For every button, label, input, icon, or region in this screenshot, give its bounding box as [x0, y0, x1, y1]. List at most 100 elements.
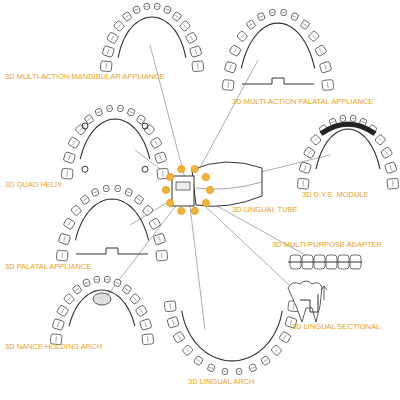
tooth: [61, 168, 73, 179]
tooth: [142, 334, 154, 345]
marker-dot: [178, 166, 185, 173]
tooth-crown: [154, 152, 167, 164]
tooth-groove: [148, 128, 151, 131]
tooth-groove: [140, 309, 143, 313]
tooth-groove: [145, 322, 147, 327]
tooth-crown: [385, 162, 398, 174]
tooth-crown: [63, 152, 76, 164]
tooth: [291, 12, 299, 20]
tooth-groove: [139, 118, 142, 120]
tooth: [322, 80, 334, 91]
part-label: 3D MULTI-ACTION PALATAL APPLIANCE: [232, 97, 373, 106]
tooth: [179, 20, 190, 31]
tooth: [104, 276, 110, 282]
tooth: [236, 30, 247, 41]
tooth-groove: [183, 24, 186, 27]
tooth: [134, 195, 144, 205]
tooth-crown: [319, 61, 332, 73]
tooth: [222, 80, 234, 91]
dental-arch: [100, 3, 203, 72]
marker-dot: [167, 174, 174, 181]
tooth-groove: [161, 253, 163, 259]
tooth: [100, 61, 112, 72]
tooth-groove: [284, 335, 287, 339]
tooth-crown: [164, 301, 176, 312]
tooth-groove: [116, 188, 119, 189]
tooth-crown: [380, 147, 392, 159]
tooth-groove: [160, 155, 162, 160]
marker-dot: [167, 199, 174, 206]
tooth-groove: [327, 82, 329, 88]
tooth: [122, 11, 132, 21]
tooth: [154, 3, 160, 9]
tooth: [192, 61, 204, 72]
tooth-crown: [58, 233, 71, 245]
tooth: [279, 331, 291, 343]
tooth-groove: [127, 192, 130, 193]
marker-dot: [178, 207, 185, 214]
tooth-crown: [257, 12, 265, 20]
tooth: [80, 195, 90, 205]
tooth-groove: [105, 63, 107, 69]
tooth: [63, 218, 75, 230]
tooth-crown: [115, 185, 121, 191]
part-label: 3D D.Y.S. MODULE: [302, 190, 369, 199]
tooth-crown: [340, 115, 346, 121]
tooth-groove: [290, 320, 292, 325]
tooth: [207, 364, 215, 372]
tooth-groove: [175, 15, 178, 17]
tooth-crown: [315, 45, 327, 57]
dental-arch: [56, 185, 167, 261]
tooth-crown: [207, 364, 215, 372]
tooth-groove: [97, 112, 100, 113]
tooth-crown: [149, 218, 161, 230]
tooth-groove: [87, 118, 90, 120]
tooth-crown: [63, 293, 74, 304]
tooth-crown: [113, 279, 121, 287]
tooth-groove: [302, 181, 304, 187]
tooth-groove: [55, 336, 57, 342]
tooth-groove: [117, 24, 120, 27]
band-edge: [196, 182, 262, 189]
part-label: 3D LINGUAL ARCH: [188, 377, 254, 386]
tooth-groove: [169, 303, 171, 309]
tooth-crown: [297, 178, 309, 189]
tooth: [319, 61, 332, 73]
tooth-groove: [197, 63, 199, 69]
tooth-groove: [259, 16, 262, 17]
tooth-crown: [95, 108, 103, 116]
tooth: [144, 3, 150, 9]
tooth-groove: [79, 128, 82, 131]
tooth-crown: [153, 233, 166, 245]
palatal-loop: [76, 248, 148, 254]
tooth-groove: [75, 209, 78, 212]
tooth: [133, 6, 141, 14]
tooth-groove: [379, 138, 382, 141]
tooth-groove: [241, 35, 244, 38]
tooth-groove: [73, 141, 76, 145]
tooth: [91, 188, 99, 196]
tooth: [117, 105, 123, 111]
tooth: [68, 137, 80, 149]
tooth-crown: [135, 305, 147, 317]
tooth: [380, 147, 392, 159]
tooth-crown: [291, 12, 299, 20]
tube-slot: [176, 182, 190, 190]
tooth: [139, 319, 152, 331]
tooth-crown: [75, 124, 86, 135]
tooth-groove: [312, 35, 315, 38]
tooth-groove: [119, 108, 122, 109]
tooth-groove: [197, 359, 200, 361]
tooth-groove: [137, 199, 140, 201]
arrow: [321, 286, 327, 300]
tooth: [58, 233, 71, 245]
wire: [69, 290, 135, 326]
tooth-groove: [108, 108, 111, 109]
tooth: [56, 305, 68, 317]
tooth-groove: [155, 141, 158, 145]
tooth-crown: [300, 20, 310, 30]
tooth: [72, 284, 82, 294]
tooth-crown: [261, 356, 271, 366]
tooth-crown: [61, 168, 73, 179]
tooth: [107, 105, 113, 111]
